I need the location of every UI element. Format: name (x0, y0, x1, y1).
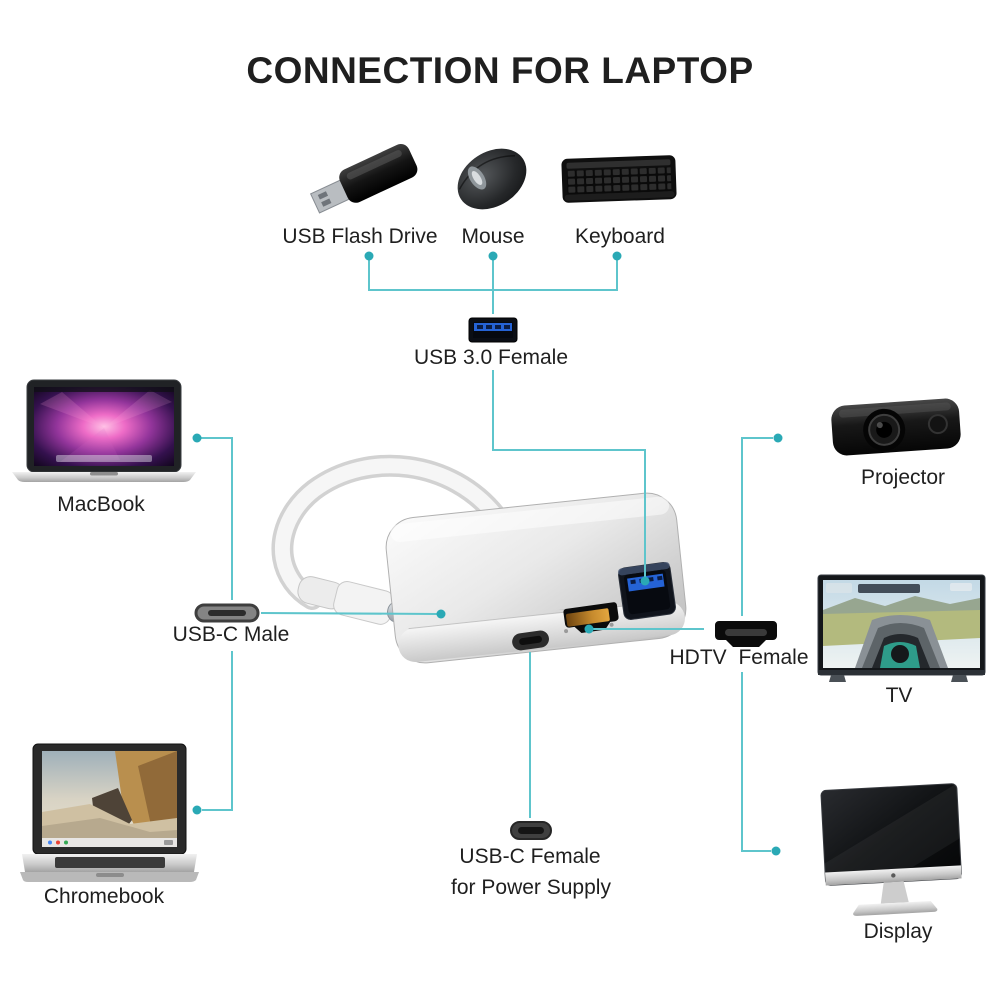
projector-label: Projector (860, 466, 946, 489)
junction-dot (192, 805, 202, 815)
usbc-female-label-line1: USB-C Female (459, 845, 601, 868)
usbc-male-label: USB-C Male (172, 623, 290, 646)
junction-dot (488, 251, 498, 261)
keyboard-label: Keyboard (575, 225, 665, 248)
usb3-female-label: USB 3.0 Female (413, 346, 569, 369)
display-label: Display (863, 920, 933, 943)
chromebook-laptop-icon (20, 743, 199, 882)
usbc-female-label-line2: for Power Supply (451, 876, 611, 899)
macbook-label: MacBook (57, 493, 145, 516)
adapter-usb-c-female-port (512, 630, 549, 651)
macbook-laptop-icon (12, 379, 196, 482)
usb-c-female-connector-icon (510, 821, 552, 840)
junction-dot (436, 609, 446, 619)
usb-flash-drive-label: USB Flash Drive (282, 225, 438, 248)
chromebook-label: Chromebook (43, 885, 165, 908)
adapter-usb-3.0-port (618, 562, 676, 620)
usb-flash-drive-icon (309, 143, 418, 214)
junction-dot (584, 624, 594, 634)
usb-c-male-connector-icon (194, 603, 260, 623)
projector-icon (831, 398, 961, 456)
keyboard-icon (561, 155, 677, 203)
connector-network (192, 251, 783, 856)
hdtv-female-label: HDTV Female (669, 646, 809, 669)
junction-dot (364, 251, 374, 261)
hdmi-female-connector-icon (715, 621, 777, 647)
usb-c-multiport-adapter-image (271, 454, 687, 664)
junction-dot (612, 251, 622, 261)
adapter-hdmi-port (558, 602, 619, 634)
tv-label: TV (885, 684, 913, 707)
mouse-label: Mouse (461, 225, 525, 248)
junction-dot (773, 433, 783, 443)
tv-icon (817, 574, 986, 682)
junction-dot (640, 576, 650, 586)
page-title: CONNECTION FOR LAPTOP (246, 50, 754, 91)
junction-dot (192, 433, 202, 443)
junction-dot (771, 846, 781, 856)
mouse-icon (457, 148, 527, 210)
desktop-display-icon (820, 783, 962, 916)
usb-3.0-female-port-icon (468, 317, 518, 343)
